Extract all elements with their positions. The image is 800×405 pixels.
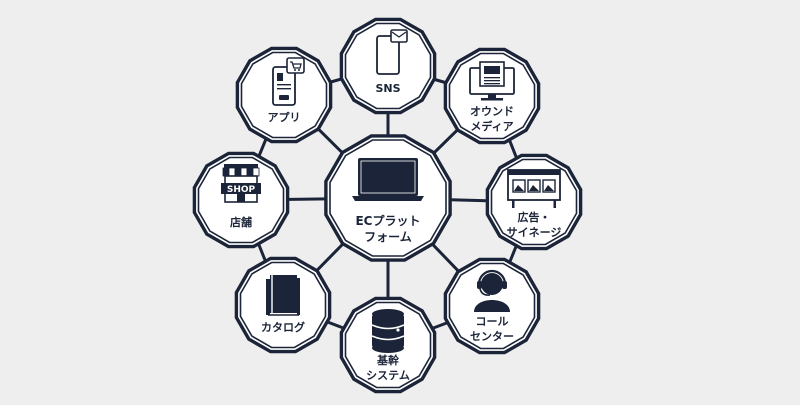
node-ec-platform-label: ECプラット	[355, 213, 420, 228]
database-icon	[371, 309, 405, 353]
smartphone-mail-icon	[376, 29, 408, 75]
node-app: アプリ	[235, 46, 333, 144]
node-owned-media-label: オウンド	[470, 105, 514, 118]
node-call-center-label: センター	[470, 330, 514, 343]
laptop-icon	[352, 158, 424, 201]
node-core-system-label: システム	[366, 369, 410, 382]
node-app-inner	[240, 51, 328, 139]
node-ec-platform-label: フォーム	[364, 230, 412, 244]
node-sns-label: SNS	[375, 82, 400, 95]
node-ads-signage-label: 広告・	[518, 210, 551, 224]
node-sns: SNS	[339, 17, 437, 115]
node-catalog: カタログ	[234, 256, 332, 354]
headset-operator-icon	[474, 269, 510, 312]
shop-storefront-icon: SHOP	[221, 164, 261, 203]
node-catalog-inner	[239, 261, 327, 349]
node-store-label: 店舗	[230, 215, 252, 229]
node-ads-signage: 広告・サイネージ	[485, 153, 583, 251]
node-ads-signage-inner	[490, 158, 578, 246]
node-owned-media-label: メディア	[470, 119, 513, 133]
monitor-article-icon	[469, 61, 515, 101]
catalog-book-icon	[266, 275, 300, 316]
node-ec-platform-inner	[329, 139, 447, 257]
smartphone-cart-icon	[272, 57, 305, 106]
node-store: SHOP 店舗	[192, 151, 290, 249]
node-core-system-label: 基幹	[376, 353, 399, 367]
node-store-inner	[197, 156, 285, 244]
node-app-label: アプリ	[268, 110, 301, 124]
billboard-icon	[507, 169, 561, 208]
node-ads-signage-label: サイネージ	[507, 226, 562, 239]
node-catalog-label: カタログ	[261, 320, 305, 334]
node-core-system-inner	[344, 301, 432, 389]
node-call-center-label: コール	[476, 315, 509, 328]
shop-sign-text: SHOP	[227, 185, 256, 195]
node-owned-media-inner	[448, 52, 536, 140]
node-call-center-inner	[448, 262, 536, 350]
node-sns-inner	[344, 22, 432, 110]
